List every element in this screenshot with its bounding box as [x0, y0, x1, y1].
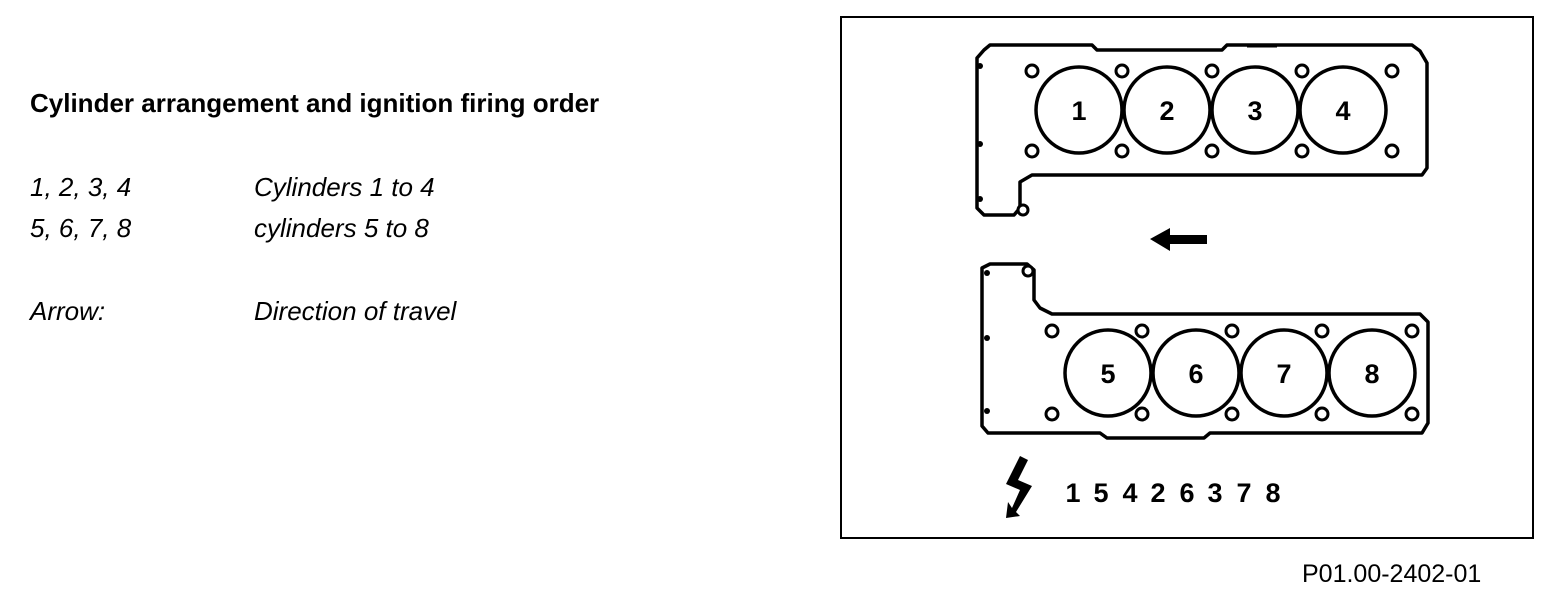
cylinder-label: 7 — [1276, 359, 1291, 389]
engine-diagram-frame: 1 2 3 4 5 6 7 8 — [840, 16, 1534, 539]
legend-value: Direction of travel — [254, 296, 457, 326]
firing-order-item: 6 — [1179, 478, 1194, 508]
cylinder-label: 3 — [1247, 96, 1262, 126]
edge-dowels — [977, 63, 990, 414]
bolt-holes — [1016, 63, 1420, 422]
cylinder-label: 6 — [1188, 359, 1203, 389]
cylinder-3: 3 — [1210, 65, 1300, 155]
legend-key: Arrow: — [30, 296, 106, 326]
cylinder-1: 1 — [1034, 65, 1124, 155]
legend-value: Cylinders 1 to 4 — [254, 172, 435, 202]
cylinder-label: 5 — [1100, 359, 1115, 389]
firing-order-item: 3 — [1207, 478, 1222, 508]
firing-order-item: 5 — [1093, 478, 1108, 508]
firing-order-item: 4 — [1122, 478, 1137, 508]
figure-reference: P01.00-2402-01 — [1302, 560, 1482, 588]
legend-value: cylinders 5 to 8 — [254, 213, 429, 243]
legend-key: 1, 2, 3, 4 — [30, 172, 132, 202]
lightning-bolt-icon — [1006, 456, 1032, 518]
cylinder-6: 6 — [1151, 328, 1241, 418]
cylinder-2: 2 — [1122, 65, 1212, 155]
engine-diagram: 1 2 3 4 5 6 7 8 — [975, 43, 1430, 518]
firing-order: 1 5 4 2 6 3 7 8 — [1065, 478, 1280, 508]
cylinder-label: 4 — [1335, 96, 1350, 126]
cylinder-label: 2 — [1159, 96, 1174, 126]
cylinder-label: 8 — [1364, 359, 1379, 389]
upper-bank-outline — [975, 43, 1429, 217]
cylinder-4: 4 — [1298, 65, 1388, 155]
cylinder-5: 5 — [1063, 328, 1153, 418]
firing-order-item: 2 — [1150, 478, 1165, 508]
firing-order-item: 7 — [1236, 478, 1251, 508]
direction-arrow-icon — [1150, 228, 1207, 251]
legend-key: 5, 6, 7, 8 — [30, 213, 132, 243]
page-title: Cylinder arrangement and ignition firing… — [30, 88, 600, 118]
cylinder-label: 1 — [1071, 96, 1086, 126]
firing-order-item: 1 — [1065, 478, 1080, 508]
cylinder-7: 7 — [1239, 328, 1329, 418]
cylinder-8: 8 — [1327, 328, 1417, 418]
firing-order-item: 8 — [1265, 478, 1280, 508]
